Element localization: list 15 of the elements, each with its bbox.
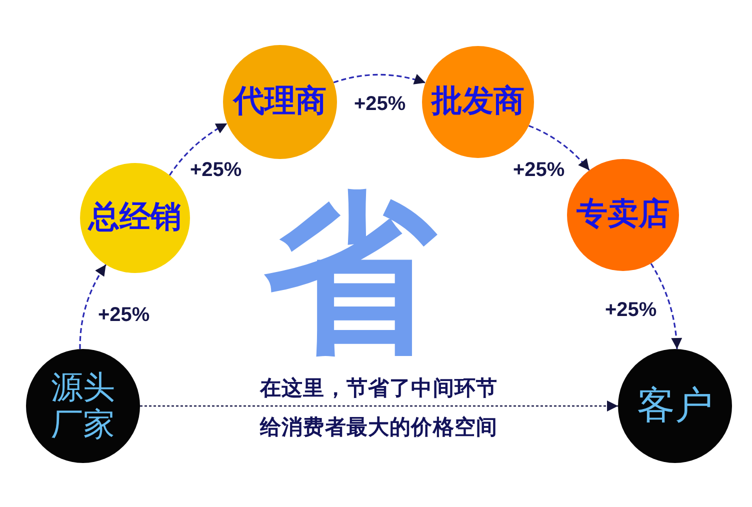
node-label: 代理商 [234, 84, 326, 120]
arrow [79, 264, 107, 350]
node-label: 源头厂家 [50, 369, 116, 443]
arrow [333, 74, 426, 85]
node-label: 总经销 [88, 200, 182, 236]
node-label: 批发商 [432, 84, 524, 120]
arrow [528, 124, 590, 171]
slogan-text: 在这里，节省了中间环节 [260, 376, 498, 400]
node-label: 专卖店 [576, 197, 670, 233]
arrow [650, 263, 682, 350]
arrow [140, 400, 618, 412]
node-label: 客户 [637, 384, 713, 428]
large-character: 省 [264, 178, 436, 367]
arrow [168, 122, 228, 176]
slogan-text: 给消费者最大的价格空间 [260, 416, 498, 439]
